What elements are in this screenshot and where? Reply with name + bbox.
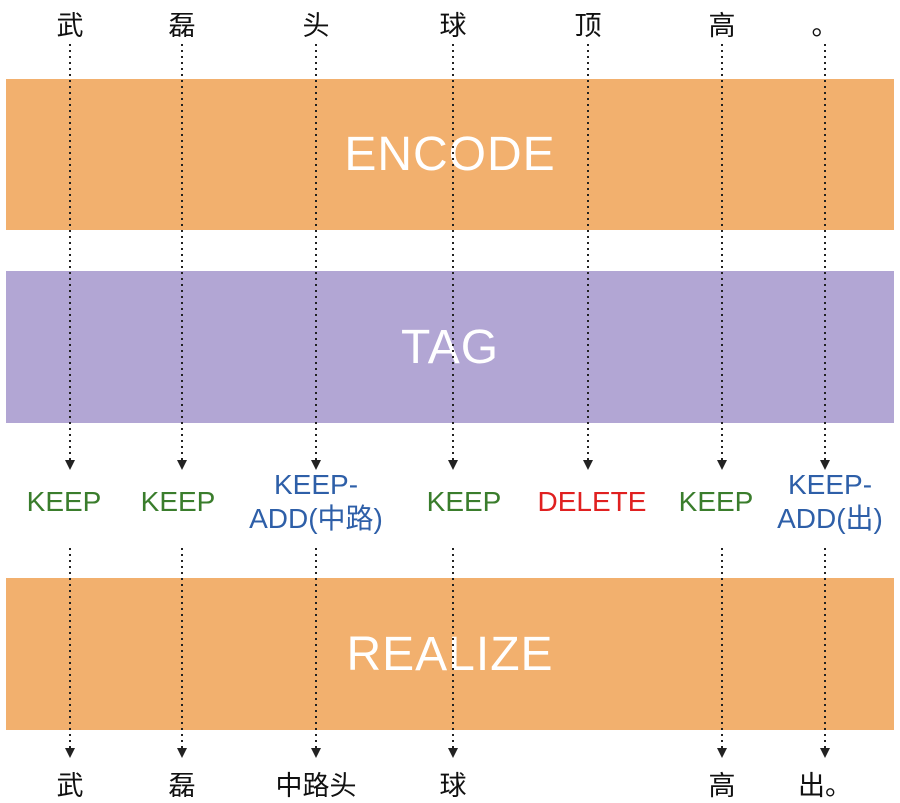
output-arrow [448, 548, 458, 758]
output-token: 中路头 [275, 771, 357, 802]
operation-line: KEEP [140, 486, 216, 517]
output-arrow-head [820, 748, 830, 758]
source-arrow-head [448, 460, 458, 470]
source-arrow-head [311, 460, 321, 470]
source-arrow-head [717, 460, 727, 470]
source-token: 顶 [574, 11, 602, 42]
output-token: 出。 [798, 771, 852, 802]
source-arrow [583, 44, 593, 470]
output-arrow [177, 548, 187, 758]
operation-label: KEEP-ADD(中路) [246, 468, 386, 536]
output-arrow [65, 548, 75, 758]
source-arrow-head [177, 460, 187, 470]
output-token: 高 [708, 771, 736, 802]
source-arrow [177, 44, 187, 470]
output-arrow-head [717, 748, 727, 758]
operation-label: KEEP [646, 485, 786, 519]
source-arrow [717, 44, 727, 470]
source-token: 球 [439, 11, 467, 42]
source-arrow-head [820, 460, 830, 470]
source-arrow [311, 44, 321, 470]
operation-line: ADD(中路) [249, 503, 383, 534]
operation-label: DELETE [522, 485, 662, 519]
output-arrow-head [65, 748, 75, 758]
output-token: 球 [439, 771, 467, 802]
source-arrow [820, 44, 830, 470]
operation-line: ADD(出) [777, 503, 883, 534]
operation-label: KEEP [394, 485, 534, 519]
output-token: 武 [56, 771, 84, 802]
operation-label: KEEP-ADD(出) [760, 468, 900, 536]
operation-line: DELETE [537, 486, 647, 517]
source-token: 磊 [168, 11, 196, 42]
tag-layer: TAG [6, 271, 894, 423]
realize-layer: REALIZE [6, 578, 894, 730]
output-arrow-head [177, 748, 187, 758]
source-arrow [65, 44, 75, 470]
source-arrow-head [583, 460, 593, 470]
operation-line: KEEP- [273, 469, 359, 500]
output-arrow [311, 548, 321, 758]
operation-line: KEEP [426, 486, 502, 517]
operation-label: KEEP [0, 485, 134, 519]
source-token: 。 [811, 11, 839, 42]
output-arrow [717, 548, 727, 758]
operation-label: KEEP [108, 485, 248, 519]
source-arrow-head [65, 460, 75, 470]
source-token: 头 [302, 11, 330, 42]
source-token: 武 [56, 11, 84, 42]
output-arrow [820, 548, 830, 758]
source-token: 高 [708, 11, 736, 42]
operation-line: KEEP [26, 486, 102, 517]
output-token: 磊 [168, 771, 196, 802]
operation-line: KEEP [678, 486, 754, 517]
output-arrow-head [311, 748, 321, 758]
encode-layer: ENCODE [6, 79, 894, 230]
source-arrow [448, 44, 458, 470]
output-arrow-head [448, 748, 458, 758]
operation-line: KEEP- [787, 469, 873, 500]
